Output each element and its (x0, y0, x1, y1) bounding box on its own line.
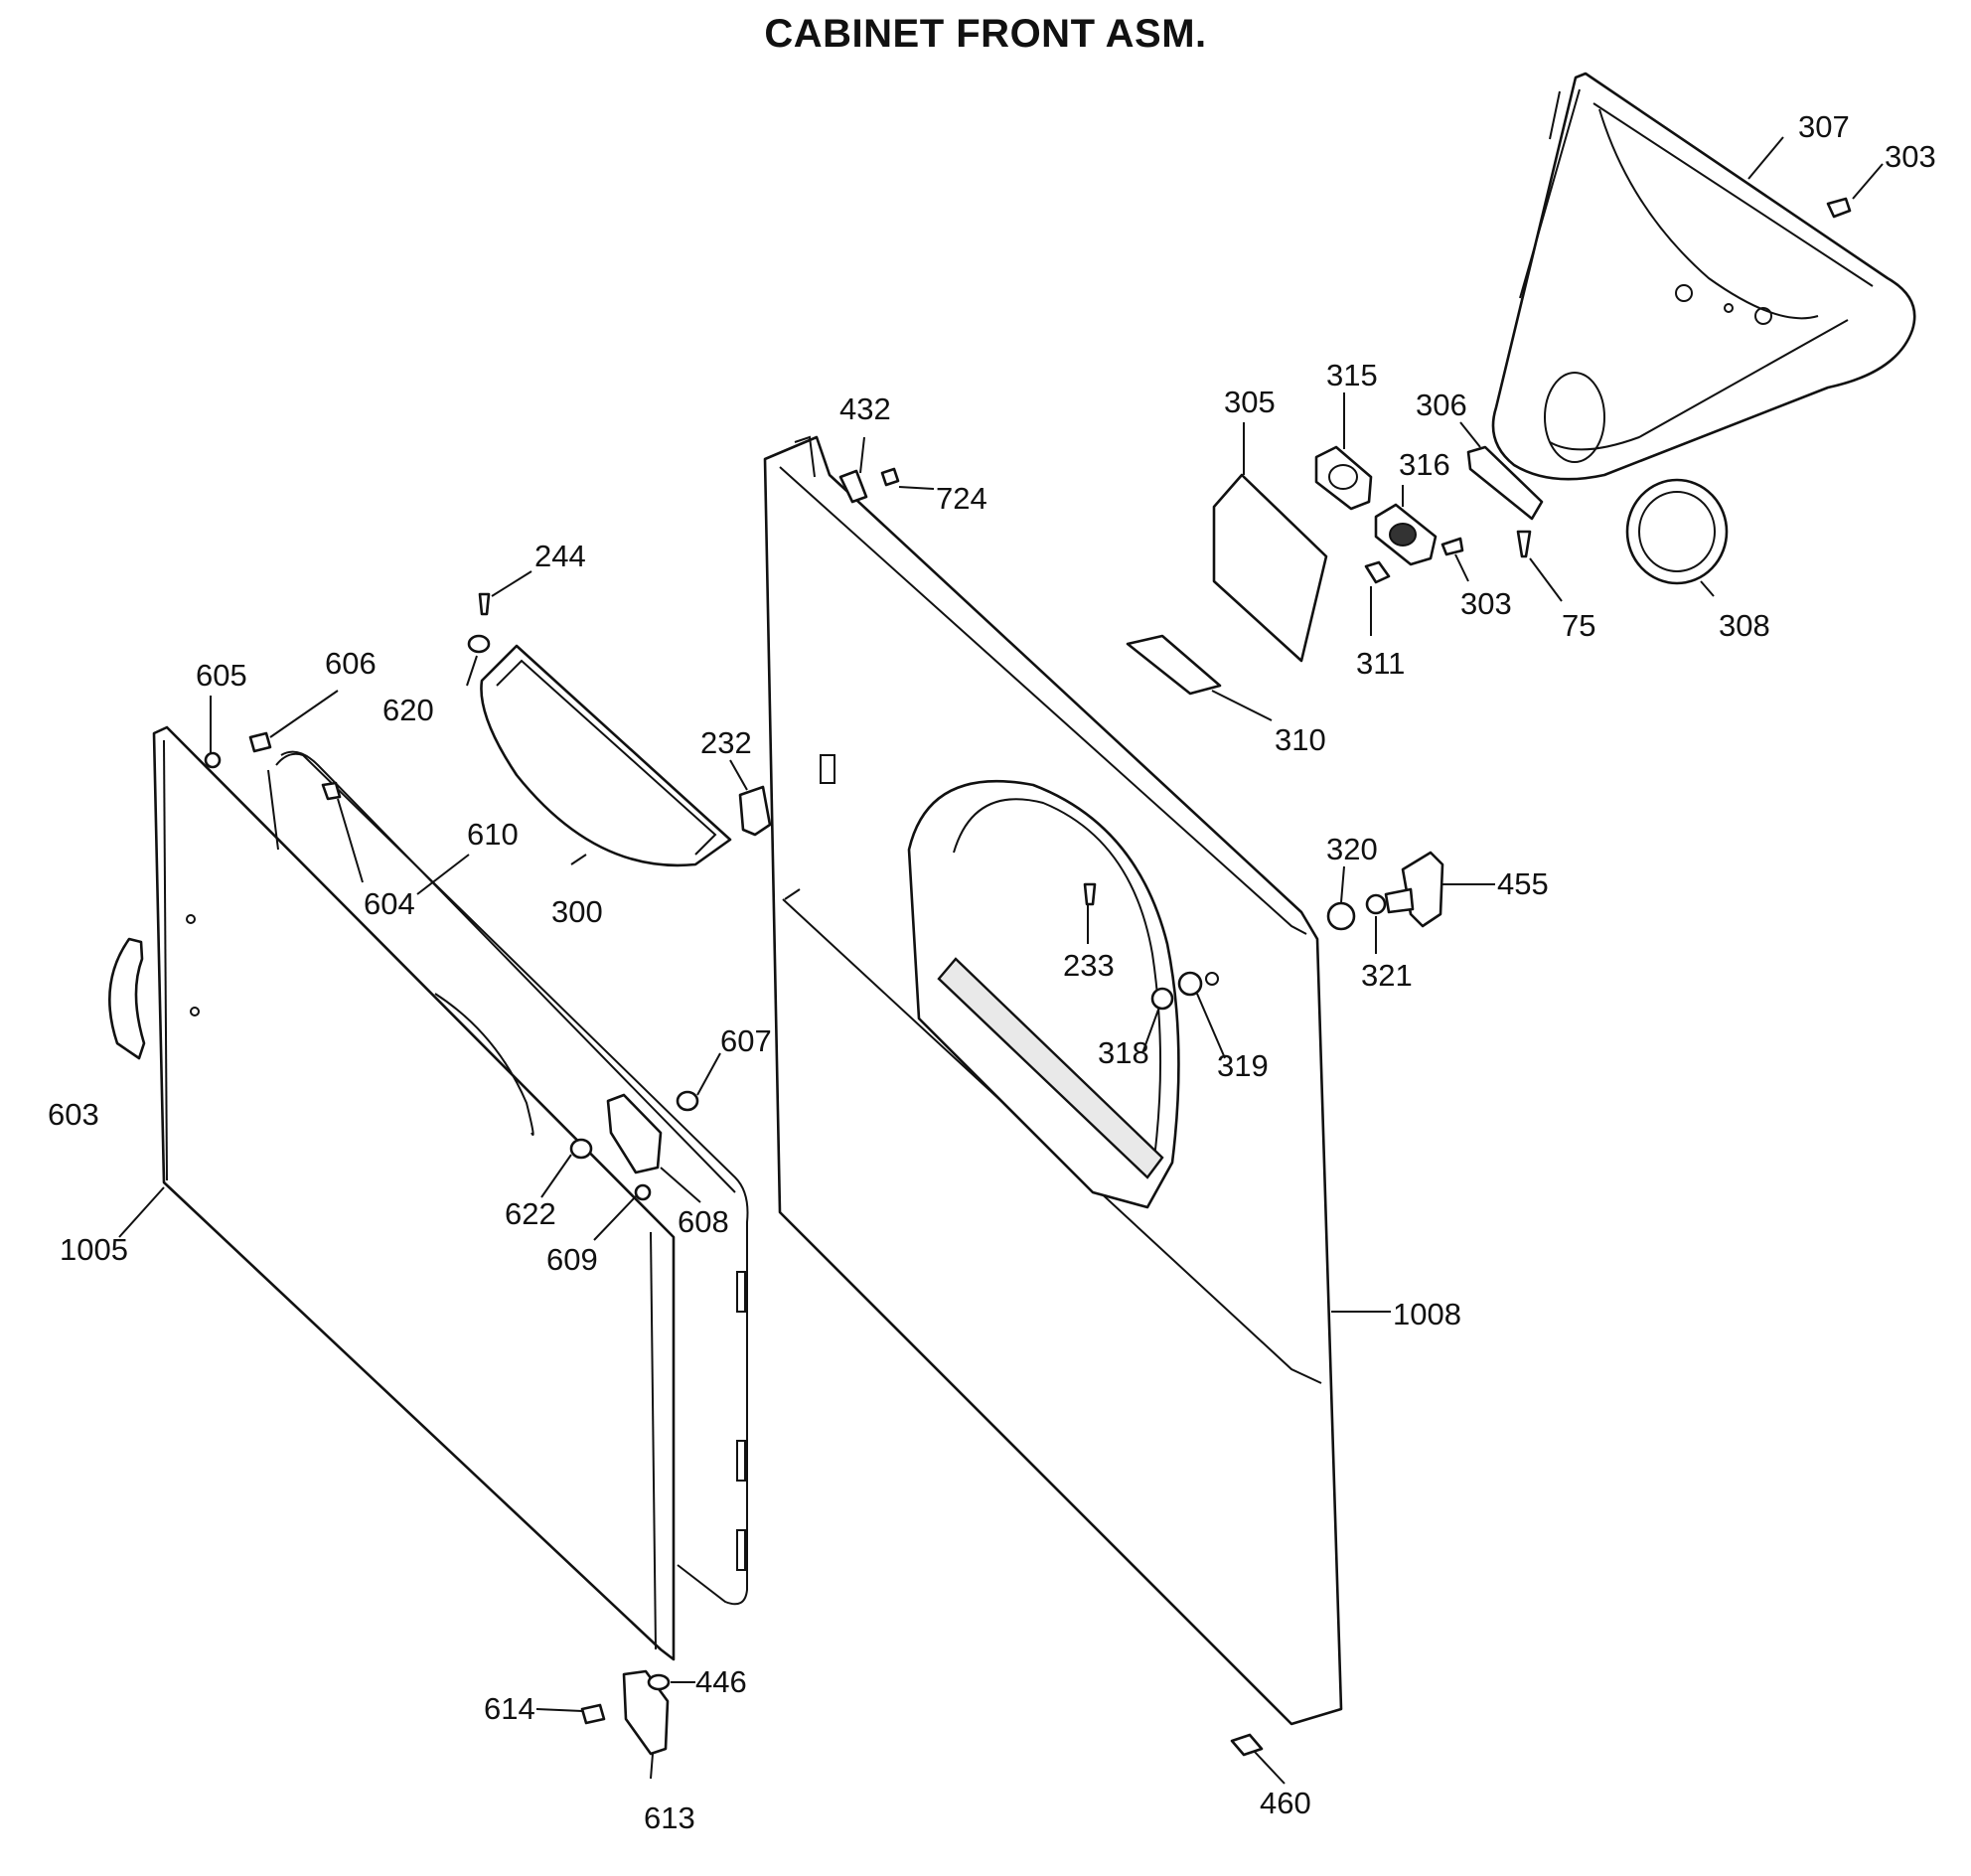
front-panel-drawing (763, 435, 1343, 1726)
label-311: 311 (1356, 646, 1405, 681)
label-608: 608 (678, 1204, 729, 1239)
screw-303-upper-drawing (1826, 197, 1852, 219)
screw-303-lower-drawing (1440, 537, 1464, 556)
label-460: 460 (1260, 1786, 1311, 1820)
label-308: 308 (1719, 608, 1770, 643)
duct-cover-305-drawing (1212, 473, 1328, 663)
washer-620-drawing (467, 634, 491, 654)
label-303-lower: 303 (1460, 586, 1512, 621)
label-316: 316 (1399, 447, 1450, 482)
handle-603-drawing (108, 937, 146, 1060)
label-724: 724 (936, 481, 987, 516)
door-liner-drawing (267, 750, 749, 1606)
label-605: 605 (196, 658, 247, 693)
clip-432-drawing (838, 469, 868, 504)
clip-311-drawing (1364, 560, 1391, 584)
label-307: 307 (1798, 109, 1850, 144)
thermostat-316-drawing (1374, 503, 1438, 566)
screw-244-drawing (478, 592, 491, 616)
label-319: 319 (1217, 1048, 1269, 1083)
label-303-upper: 303 (1885, 139, 1936, 174)
label-321: 321 (1361, 958, 1413, 993)
label-320: 320 (1326, 832, 1378, 866)
knob-622-drawing (569, 1138, 593, 1160)
strip-310-drawing (1126, 634, 1222, 696)
label-606: 606 (325, 646, 377, 681)
label-75: 75 (1562, 608, 1595, 643)
label-604: 604 (364, 886, 415, 921)
screw-233-drawing (1083, 882, 1097, 906)
screw-75-drawing (1516, 530, 1532, 558)
label-310: 310 (1275, 722, 1326, 757)
diagram-title: CABINET FRONT ASM. (764, 12, 1207, 56)
label-613: 613 (644, 1800, 695, 1835)
label-306: 306 (1416, 388, 1467, 422)
lint-duct-300-drawing (480, 644, 732, 867)
label-305: 305 (1224, 385, 1276, 419)
washer-320-drawing (1326, 901, 1356, 931)
nut-318-drawing (1150, 987, 1174, 1011)
bracket-232-drawing (738, 785, 772, 837)
bumper-607-drawing (676, 1090, 699, 1112)
label-614: 614 (484, 1691, 535, 1726)
label-603: 603 (48, 1097, 99, 1132)
label-620: 620 (382, 693, 434, 727)
label-446: 446 (695, 1664, 747, 1699)
label-609: 609 (546, 1242, 598, 1277)
part-labels: 307 303 305 315 306 316 303 75 308 311 3… (48, 109, 1936, 1835)
bulkhead-drawing (1491, 72, 1916, 481)
label-244: 244 (534, 539, 586, 573)
label-1005: 1005 (60, 1232, 128, 1267)
label-455: 455 (1497, 866, 1549, 901)
thermostat-315-drawing (1314, 445, 1373, 511)
label-232: 232 (700, 725, 752, 760)
door-panel-drawing (152, 725, 676, 1661)
label-622: 622 (505, 1196, 556, 1231)
switch-455-drawing (1384, 851, 1444, 928)
bracket-306-drawing (1466, 445, 1544, 521)
latch-608-drawing (606, 1093, 663, 1174)
washer-446-drawing (647, 1673, 671, 1691)
label-318: 318 (1098, 1035, 1149, 1070)
washer-321-drawing (1365, 893, 1387, 915)
screw-460-drawing (1230, 1733, 1264, 1757)
screw-724-drawing (880, 467, 900, 487)
label-607: 607 (720, 1023, 772, 1058)
label-1008: 1008 (1393, 1297, 1461, 1331)
label-233: 233 (1063, 948, 1115, 983)
screw-614-drawing (580, 1703, 606, 1725)
screw-606-drawing (248, 731, 272, 753)
label-610: 610 (467, 817, 519, 852)
label-315: 315 (1326, 358, 1378, 392)
label-432: 432 (839, 391, 891, 426)
screw-604-drawing (321, 781, 342, 801)
seal-ring-drawing (1625, 478, 1729, 585)
hinge-613-drawing (622, 1669, 670, 1756)
label-300: 300 (551, 894, 603, 929)
washer-319-drawing (1177, 971, 1203, 997)
leader-lines (118, 136, 1884, 1785)
washer-605-drawing (204, 751, 222, 769)
washer-609-drawing (634, 1183, 652, 1201)
